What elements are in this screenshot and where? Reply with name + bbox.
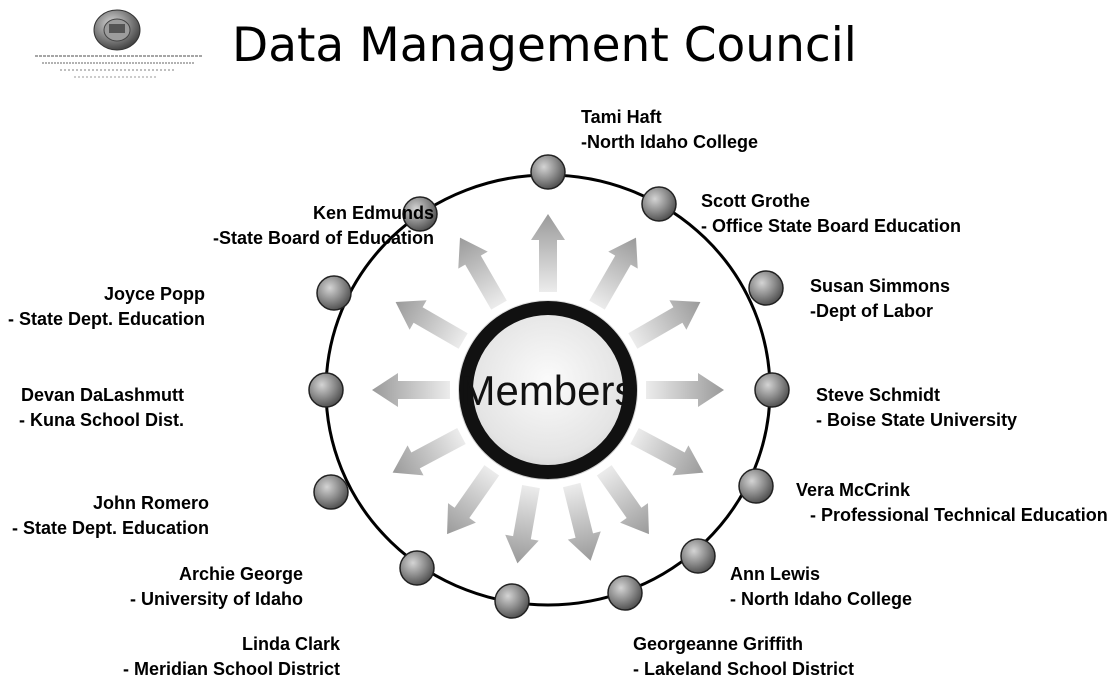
node-scott (641, 186, 677, 222)
arrow-susan (628, 300, 701, 349)
arrow-vera (630, 428, 704, 476)
member-label-georgeanne: Georgeanne Griffith - Lakeland School Di… (633, 633, 854, 681)
member-name: Steve Schmidt (816, 385, 941, 405)
node-devan (308, 372, 344, 408)
member-label-john: John Romero - State Dept. Education (12, 492, 209, 540)
member-org: - State Dept. Education (8, 309, 206, 329)
member-org: - Boise State University (816, 410, 1018, 430)
member-org: - Meridian School District (123, 659, 341, 679)
member-label-linda: Linda Clark - Meridian School District (123, 633, 340, 681)
arrow-devan (372, 373, 450, 407)
member-org: - Office State Board Education (701, 216, 962, 236)
node-joyce (316, 275, 352, 311)
member-org: -North Idaho College (581, 132, 758, 152)
seal-logo-icon (35, 9, 202, 78)
member-name: Georgeanne Griffith (633, 634, 804, 654)
member-org: - Lakeland School District (633, 659, 855, 679)
node-georg (607, 575, 643, 611)
member-name: Susan Simmons (810, 276, 951, 296)
member-label-susan: Susan Simmons -Dept of Labor (810, 275, 950, 323)
member-name: Ken Edmunds (313, 203, 435, 223)
arrow-steve (646, 373, 724, 407)
member-label-archie: Archie George - University of Idaho (130, 563, 303, 611)
member-org: -State Board of Education (213, 228, 435, 248)
node-susan (748, 270, 784, 306)
member-org: -Dept of Labor (810, 301, 933, 321)
hub-ring (459, 301, 637, 479)
member-label-ken: Ken Edmunds -State Board of Education (213, 202, 434, 250)
node-linda (494, 583, 530, 619)
node-john (313, 474, 349, 510)
node-archie (399, 550, 435, 586)
arrow-scott (589, 237, 638, 310)
member-label-vera: Vera McCrink - Professional Technical Ed… (796, 479, 1107, 527)
arrow-archie (447, 465, 500, 535)
hub-label: Members (460, 367, 635, 414)
member-name: Ann Lewis (730, 564, 821, 584)
member-label-devan: Devan DaLashmutt - Kuna School Dist. (19, 384, 184, 432)
member-name: John Romero (93, 493, 210, 513)
member-org: - University of Idaho (130, 589, 304, 609)
member-label-tami: Tami Haft -North Idaho College (581, 106, 758, 154)
member-org: - State Dept. Education (12, 518, 210, 538)
arrow-ann (596, 465, 649, 535)
node-steve (754, 372, 790, 408)
member-label-steve: Steve Schmidt - Boise State University (816, 384, 1017, 432)
arrow-john (392, 428, 466, 476)
node-ann (680, 538, 716, 574)
node-tami (530, 154, 566, 190)
member-org: - Kuna School Dist. (19, 410, 185, 430)
arrow-joyce (395, 300, 468, 349)
member-label-scott: Scott Grothe - Office State Board Educat… (701, 190, 961, 238)
member-label-joyce: Joyce Popp - State Dept. Education (8, 283, 205, 331)
member-label-ann: Ann Lewis - North Idaho College (730, 563, 912, 611)
member-name: Scott Grothe (701, 191, 811, 211)
arrow-ken (458, 237, 507, 310)
hub-disc (458, 300, 638, 480)
node-vera (738, 468, 774, 504)
member-name: Vera McCrink (796, 480, 911, 500)
member-name: Joyce Popp (103, 284, 206, 304)
member-name: Devan DaLashmutt (20, 385, 185, 405)
member-name: Tami Haft (581, 107, 662, 127)
arrow-georg (562, 482, 601, 561)
node-ken (402, 196, 438, 232)
arrow-tami (531, 214, 565, 292)
arrow-linda (505, 484, 540, 564)
member-name: Archie George (178, 564, 304, 584)
member-name: Linda Clark (242, 634, 341, 654)
page-title: Data Management Council (232, 18, 857, 73)
member-org: - North Idaho College (730, 589, 912, 609)
member-org: - Professional Technical Education (810, 505, 1107, 525)
